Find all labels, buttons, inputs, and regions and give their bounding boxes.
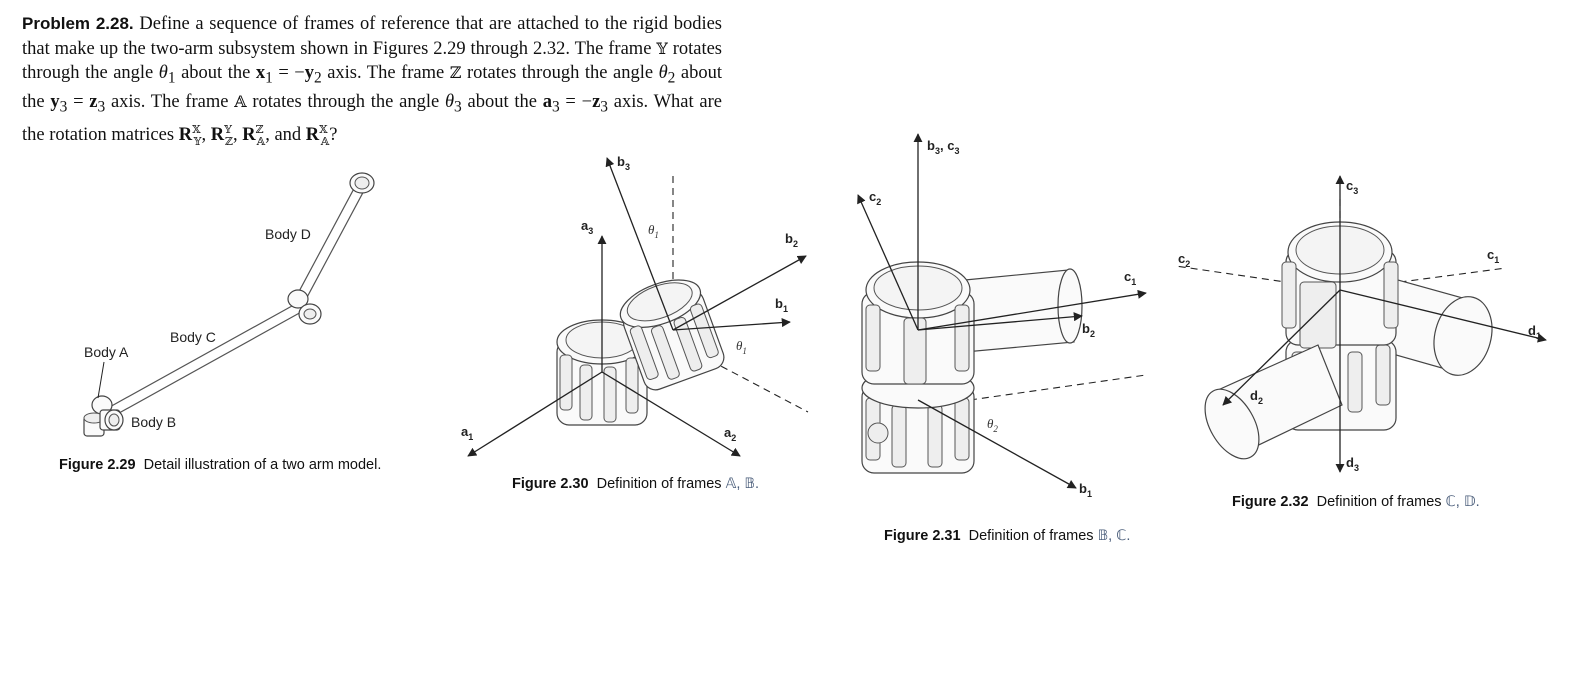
- axis-c1: c1: [1124, 269, 1136, 287]
- axis-a1: a1: [461, 424, 473, 442]
- axis-c2: c2: [869, 189, 881, 207]
- axis-c2: c2: [1178, 251, 1190, 269]
- angle-theta1-top: θ1: [648, 222, 659, 240]
- axis-b3: b3: [617, 154, 630, 172]
- arm-cylinder: [964, 268, 1083, 353]
- label-body-a: Body A: [84, 344, 129, 360]
- axis-a2: a2: [724, 425, 736, 443]
- label-body-d: Body D: [265, 226, 311, 242]
- axis-c1: c1: [1487, 247, 1499, 265]
- caption-figure-2-29: Figure 2.29 Detail illustration of a two…: [59, 457, 382, 473]
- problem-statement: Problem 2.28. Define a sequence of frame…: [22, 14, 723, 149]
- caption-figure-2-30: Figure 2.30 Definition of frames 𝔸, 𝔹.: [512, 476, 760, 492]
- axis-c3: c3: [1346, 178, 1358, 196]
- label-body-c: Body C: [170, 329, 216, 345]
- axis-a3: a3: [581, 218, 593, 236]
- caption-figure-2-32: Figure 2.32 Definition of frames ℂ, 𝔻.: [1232, 494, 1480, 510]
- axis-d1: d1: [1528, 323, 1541, 341]
- axis-b3-c3: b3, c3: [927, 138, 959, 156]
- arm-cylinder-left: [1204, 344, 1343, 460]
- two-arm-model: [83, 172, 375, 437]
- axis-d2: d2: [1250, 388, 1263, 406]
- axis-b2: b2: [1082, 321, 1095, 339]
- angle-theta1-mid: θ1: [736, 338, 747, 356]
- axis-b2: b2: [785, 231, 798, 249]
- axis-d3: d3: [1346, 455, 1359, 473]
- label-body-b: Body B: [131, 414, 176, 430]
- axis-b1: b1: [775, 296, 788, 314]
- problem-label: Problem 2.28.: [22, 14, 134, 33]
- axis-b1: b1: [1079, 481, 1092, 499]
- caption-figure-2-31: Figure 2.31 Definition of frames 𝔹, ℂ.: [884, 528, 1131, 544]
- angle-theta2: θ2: [987, 416, 998, 434]
